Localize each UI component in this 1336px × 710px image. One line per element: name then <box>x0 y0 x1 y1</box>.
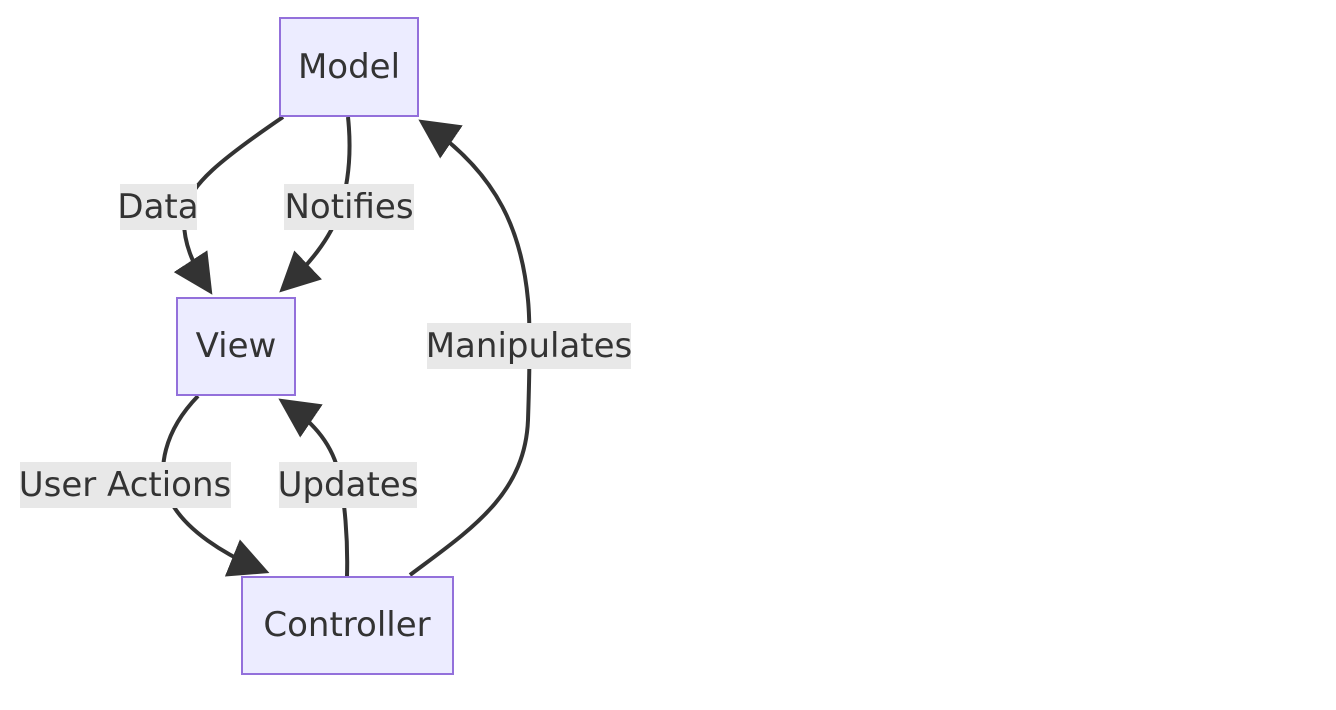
edge-labels: Data Notifies Manipulates User Actions U… <box>19 184 633 508</box>
edge-model-to-view-data <box>173 115 285 295</box>
edge-label-manipulates: Manipulates <box>426 323 633 369</box>
node-model-label: Model <box>298 47 400 87</box>
node-view[interactable]: View <box>176 297 296 396</box>
edge-label-data: Data <box>117 184 199 230</box>
edge-label-data-text: Data <box>117 187 198 227</box>
node-controller-label: Controller <box>263 605 430 645</box>
node-controller[interactable]: Controller <box>241 576 454 675</box>
edge-label-notifies-text: Notifies <box>284 187 413 227</box>
edge-label-notifies: Notifies <box>284 184 414 230</box>
edge-label-updates: Updates <box>278 462 419 508</box>
edge-label-user-actions-text: User Actions <box>19 465 232 505</box>
node-view-label: View <box>196 326 277 366</box>
node-model[interactable]: Model <box>279 17 419 117</box>
edge-label-manipulates-text: Manipulates <box>426 326 633 366</box>
nodes: Model View Controller <box>176 17 454 675</box>
edge-label-user-actions: User Actions <box>19 462 232 508</box>
edge-label-updates-text: Updates <box>278 465 419 505</box>
